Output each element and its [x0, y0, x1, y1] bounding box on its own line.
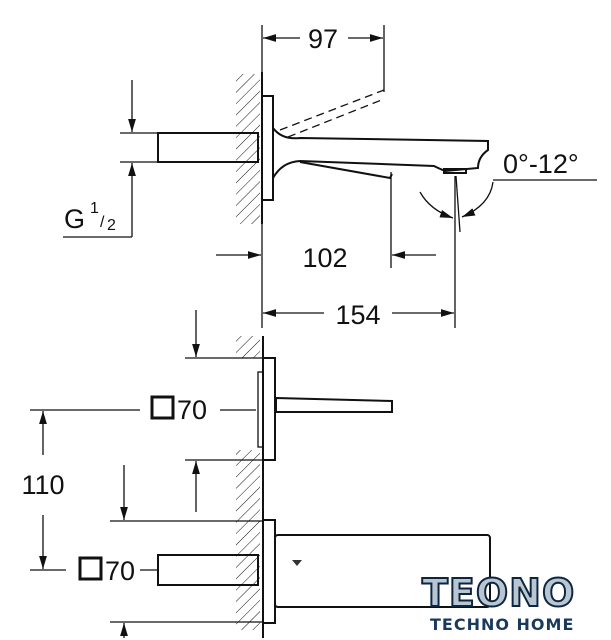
aerator [443, 168, 467, 174]
upper-flange [262, 357, 276, 461]
lower-flange [262, 519, 276, 624]
wall-hatch [236, 74, 260, 224]
square-upper-label: 70 [177, 395, 207, 425]
flange [261, 95, 274, 201]
dim-102: 102 [302, 243, 347, 273]
logo-tagline: TECHNO HOME [430, 615, 575, 634]
lever [275, 396, 393, 413]
square-lower-label: 70 [105, 556, 135, 586]
tilt-dashed-1 [279, 89, 385, 131]
square-icon [78, 556, 103, 581]
dim-97: 97 [308, 24, 338, 54]
fraction-slash: / [100, 214, 105, 231]
front-view: 110 70 70 [21, 310, 491, 638]
inlet-pipe [157, 132, 259, 163]
thread-denominator: 2 [107, 217, 116, 234]
side-view: 97 102 154 0°-12° G 1 / 2 [63, 24, 597, 330]
dim-154: 154 [335, 300, 380, 330]
square-icon [150, 395, 175, 420]
tilt-dashed-2 [287, 98, 385, 138]
spout [272, 127, 489, 179]
dim-110: 110 [21, 470, 64, 500]
thread-numerator: 1 [90, 200, 99, 217]
wall-hatch-lower [236, 450, 260, 630]
brand-mark-icon [292, 560, 302, 566]
logo-name: TEONO [421, 571, 576, 615]
angle-label: 0°-12° [503, 149, 579, 179]
thread-g: G [64, 204, 85, 234]
spout-body [274, 534, 491, 608]
